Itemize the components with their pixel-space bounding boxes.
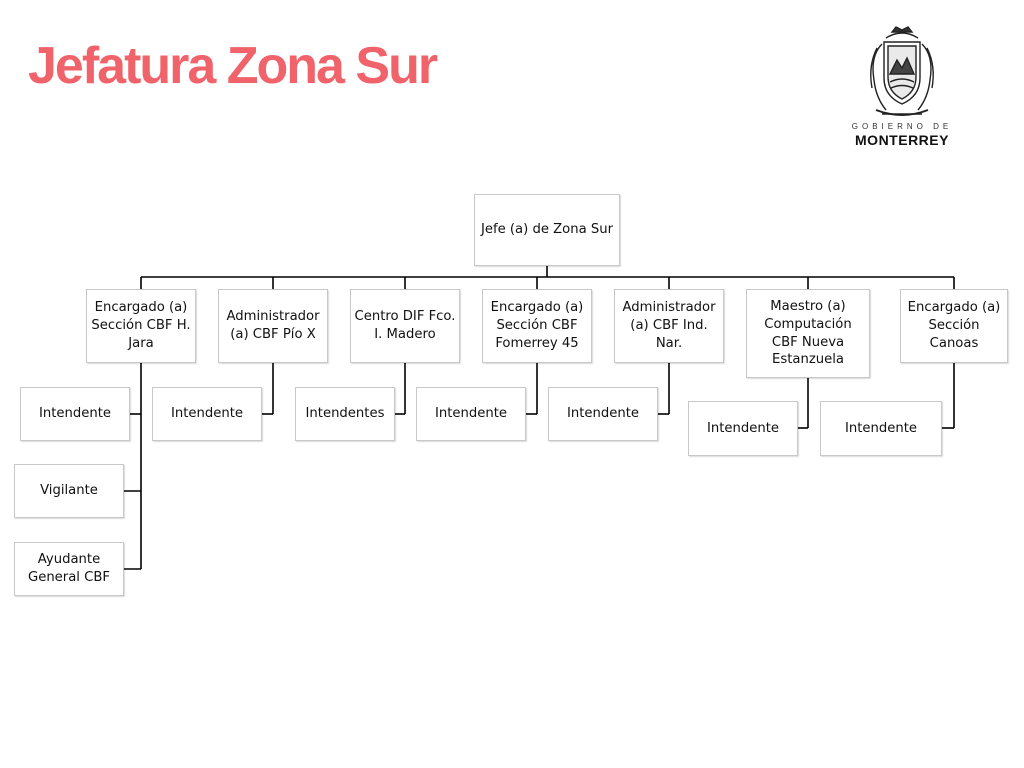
unit-box-ind-nar: Administrador (a) CBF Ind. Nar. — [614, 289, 724, 363]
staff-box-madero-intendentes: Intendentes — [295, 387, 395, 441]
unit-box-hjara: Encargado (a) Sección CBF H. Jara — [86, 289, 196, 363]
staff-box-hjara-vigilante: Vigilante — [14, 464, 124, 518]
unit-box-canoas: Encargado (a) Sección Canoas — [900, 289, 1008, 363]
unit-box-fomerrey: Encargado (a) Sección CBF Fomerrey 45 — [482, 289, 592, 363]
coat-of-arms-icon — [870, 26, 934, 116]
staff-box-hjara-ayudante: Ayudante General CBF — [14, 542, 124, 596]
slide-title: Jefatura Zona Sur — [28, 37, 438, 95]
unit-box-pio-x: Administrador (a) CBF Pío X — [218, 289, 328, 363]
staff-box-canoas-intendente: Intendente — [820, 401, 942, 456]
staff-box-fomerrey-intendente: Intendente — [416, 387, 526, 441]
unit-box-madero: Centro DIF Fco. I. Madero — [350, 289, 460, 363]
logo-top-text: GOBIERNO DE — [851, 122, 953, 131]
root-box: Jefe (a) de Zona Sur — [474, 194, 620, 266]
gobierno-monterrey-logo: GOBIERNO DE MONTERREY — [846, 26, 958, 148]
staff-box-hjara-intendente: Intendente — [20, 387, 130, 441]
unit-box-estanzuela: Maestro (a) Computación CBF Nueva Estanz… — [746, 289, 870, 378]
logo-bottom-text: MONTERREY — [855, 132, 949, 148]
staff-box-pio-x-intendente: Intendente — [152, 387, 262, 441]
staff-box-ind-nar-intendente: Intendente — [548, 387, 658, 441]
staff-box-estanzuela-intendente: Intendente — [688, 401, 798, 456]
